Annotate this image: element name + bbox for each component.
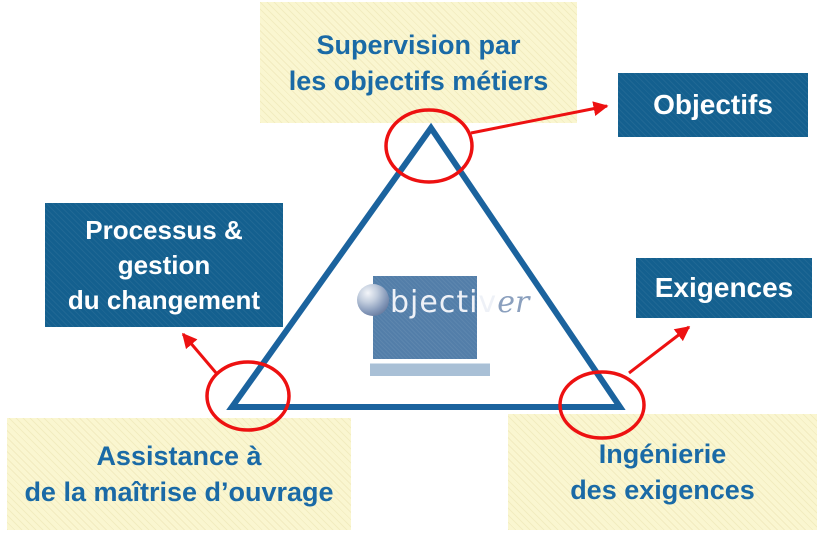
arrow-to-exigences xyxy=(628,325,691,375)
note-supervision-line1: Supervision par xyxy=(316,29,521,60)
note-assistance: Assistance à de la maîtrise d’ouvrage xyxy=(7,418,351,530)
logo-text-suffix: er xyxy=(497,285,530,320)
note-supervision: Supervision par les objectifs métiers xyxy=(260,2,577,123)
box-processus-line1: Processus & xyxy=(85,214,243,245)
box-exigences-label: Exigences xyxy=(654,272,794,303)
box-objectifs-label: Objectifs xyxy=(653,89,773,120)
note-assistance-line2: de la maîtrise d’ouvrage xyxy=(24,477,334,507)
note-supervision-line2: les objectifs métiers xyxy=(288,65,549,96)
objectiver-logo-text: bjectiver xyxy=(390,287,529,318)
objectiver-logo-bar xyxy=(370,363,490,376)
note-ingenierie: Ingénierie des exigences xyxy=(508,414,817,530)
box-exigences: Exigences xyxy=(636,258,812,318)
note-assistance-line1: Assistance à xyxy=(96,441,262,471)
box-processus: Processus & gestion du changement xyxy=(45,203,283,327)
note-ingenierie-line2: des exigences xyxy=(570,475,755,505)
logo-text-main: bjectiv xyxy=(390,285,498,320)
box-processus-line2: gestion xyxy=(117,249,211,280)
box-processus-line3: du changement xyxy=(67,284,261,315)
box-objectifs: Objectifs xyxy=(618,73,808,137)
objectiver-sphere-icon xyxy=(357,284,389,316)
arrow-to-processus xyxy=(181,332,219,375)
note-ingenierie-line1: Ingénierie xyxy=(598,439,727,469)
